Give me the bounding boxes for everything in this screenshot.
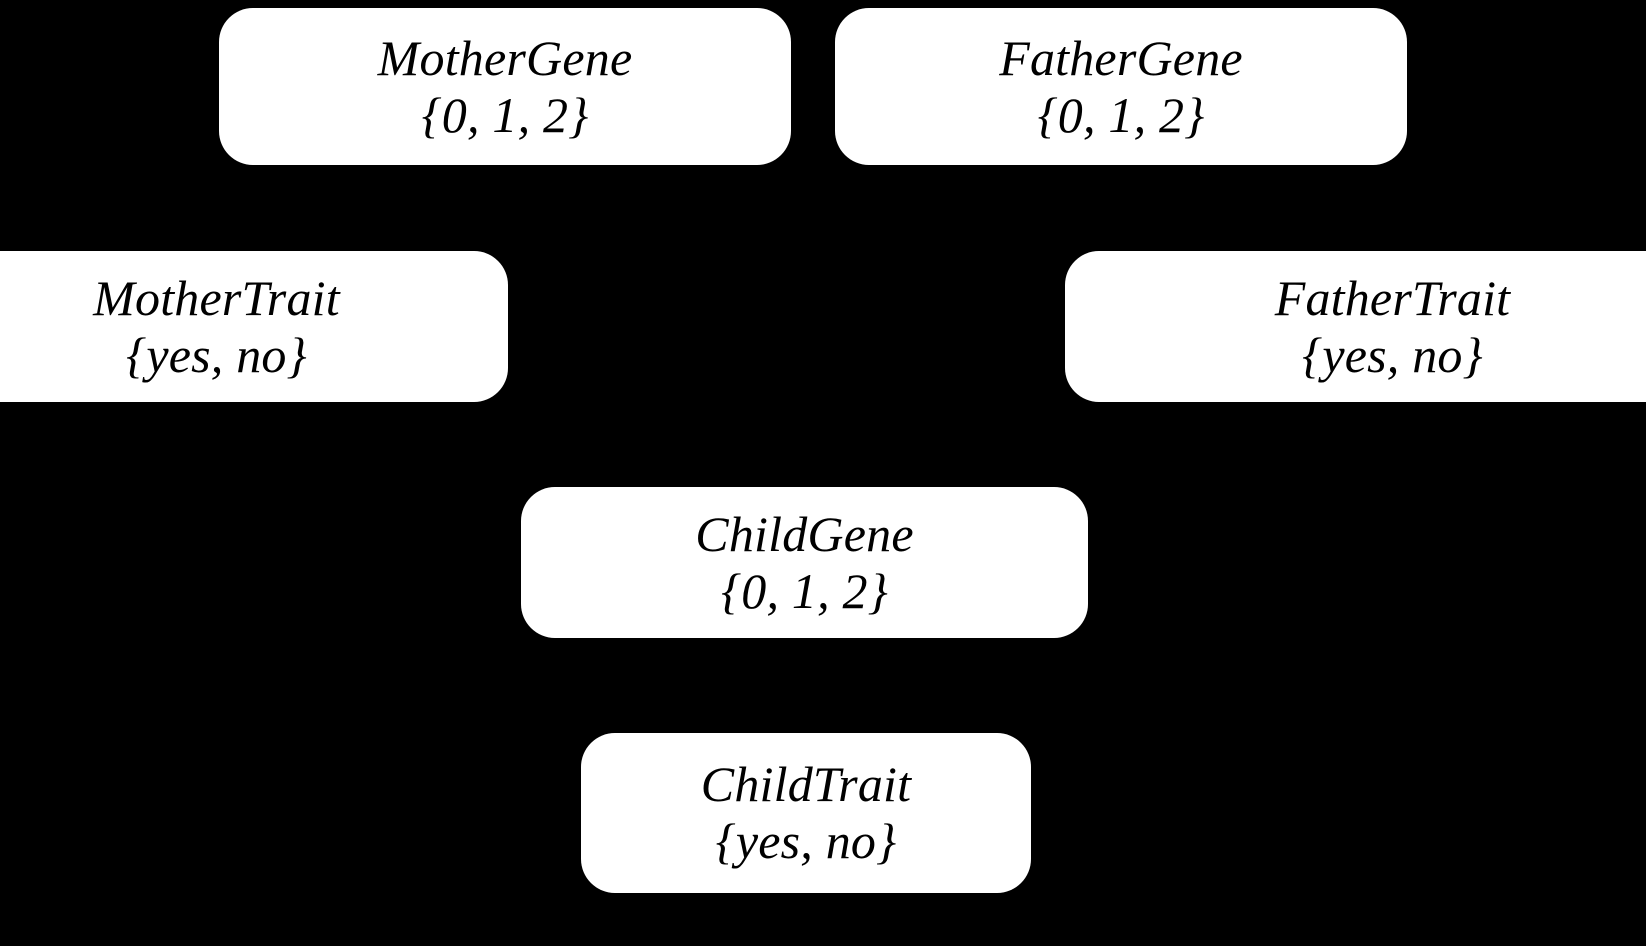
node-father-gene-domain: {0, 1, 2}: [1037, 86, 1205, 143]
node-mother-gene[interactable]: MotherGene {0, 1, 2}: [219, 8, 791, 165]
node-mother-gene-title: MotherGene: [377, 29, 633, 86]
node-father-gene[interactable]: FatherGene {0, 1, 2}: [835, 8, 1407, 165]
node-child-gene-title: ChildGene: [695, 505, 914, 562]
edge-mother-gene-to-child-gene: [558, 164, 702, 488]
edge-father-gene-to-father-trait: [1219, 163, 1371, 253]
edge-father-gene-to-child-gene: [908, 164, 1062, 488]
edge-mother-gene-to-mother-trait: [249, 163, 401, 253]
node-child-gene[interactable]: ChildGene {0, 1, 2}: [521, 487, 1088, 638]
node-father-gene-title: FatherGene: [999, 29, 1243, 86]
node-mother-trait-title: MotherTrait: [93, 269, 340, 326]
node-child-trait-title: ChildTrait: [700, 756, 912, 812]
node-mother-gene-domain: {0, 1, 2}: [421, 86, 589, 143]
node-child-trait-domain: {yes, no}: [715, 813, 897, 869]
node-mother-trait[interactable]: MotherTrait {yes, no}: [0, 251, 508, 402]
node-father-trait[interactable]: FatherTrait {yes, no}: [1065, 251, 1646, 402]
node-mother-trait-domain: {yes, no}: [126, 326, 307, 383]
node-father-trait-title: FatherTrait: [1274, 269, 1511, 326]
node-father-trait-domain: {yes, no}: [1302, 326, 1483, 383]
node-child-gene-domain: {0, 1, 2}: [721, 562, 888, 619]
node-child-trait[interactable]: ChildTrait {yes, no}: [581, 733, 1031, 893]
